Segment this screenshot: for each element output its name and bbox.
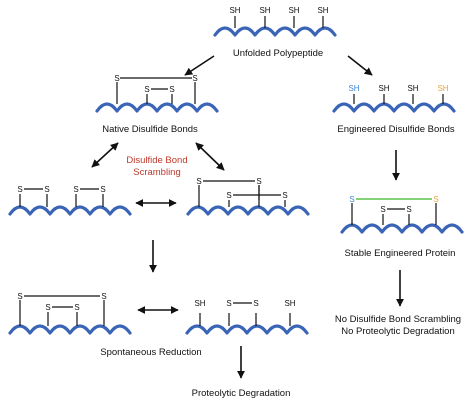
peptide-chain (185, 324, 309, 335)
sulfur-label: S (192, 74, 197, 83)
thiol-label: SH (229, 6, 240, 15)
thiol-label: SH (194, 299, 205, 308)
thiol-label: SH (284, 299, 295, 308)
scrambling-label-line2: Scrambling (133, 167, 181, 178)
peptide-chain (332, 102, 456, 113)
arrow-to-native (184, 55, 215, 76)
peptide-chain (8, 205, 132, 216)
engineered-disulfide-structure: SH SH SH SH Engineered Disulfide Bonds (332, 84, 456, 135)
unfolded-polypeptide: SH SH SH SH Unfolded Polypeptide (213, 6, 337, 59)
peptide-chain (340, 223, 464, 234)
scrambling-label-line1: Disulfide Bond (126, 155, 187, 166)
thiol-label: SH (317, 6, 328, 15)
stable-engineered-label: Stable Engineered Protein (345, 248, 456, 259)
sulfur-label: S (226, 299, 231, 308)
scrambling-arrow-right (195, 142, 225, 171)
unfolded-polypeptide-label: Unfolded Polypeptide (233, 48, 323, 59)
sulfur-label: S (100, 185, 105, 194)
peptide-chain (186, 205, 310, 216)
thiol-label: SH (378, 84, 389, 93)
sulfur-label: S (17, 185, 22, 194)
sulfur-label: S (226, 191, 231, 200)
engineered-sulfur-label: S (349, 195, 354, 204)
outcome-label-line2: No Proteolytic Degradation (341, 326, 455, 337)
native-disulfide-structure: S S S S Native Disulfide Bonds (95, 74, 219, 135)
engineered-thiol-label: SH (348, 84, 359, 93)
outcome-label-line1: No Disulfide Bond Scrambling (335, 314, 461, 325)
sulfur-label: S (45, 303, 50, 312)
sulfur-label: S (73, 185, 78, 194)
arrow-to-engineered (347, 55, 373, 76)
scrambling-arrow-left (91, 142, 119, 168)
sulfur-label: S (169, 85, 174, 94)
reduction-structure-left: S S S S (8, 292, 132, 335)
sulfur-label: S (380, 205, 385, 214)
sulfur-label: S (253, 299, 258, 308)
thiol-label: SH (288, 6, 299, 15)
proteolytic-degradation-label: Proteolytic Degradation (192, 388, 291, 399)
sulfur-label: S (406, 205, 411, 214)
sulfur-label: S (144, 85, 149, 94)
spontaneous-reduction-label: Spontaneous Reduction (100, 347, 201, 358)
thiol-label: SH (407, 84, 418, 93)
peptide-chain (8, 324, 132, 335)
scrambled-isomer-left: S S S S (8, 185, 132, 216)
native-disulfide-label: Native Disulfide Bonds (102, 124, 198, 135)
peptide-chain (213, 26, 337, 37)
peptide-chain (95, 102, 219, 113)
sulfur-label: S (114, 74, 119, 83)
sulfur-label: S (282, 191, 287, 200)
stable-engineered-protein: S S S S Stable Engineered Protein (340, 195, 464, 259)
thiol-label: SH (259, 6, 270, 15)
scrambled-isomer-crossed: S S S S (186, 177, 310, 216)
sulfur-label: S (17, 292, 22, 301)
engineered-disulfide-label: Engineered Disulfide Bonds (337, 124, 454, 135)
engineered-thiol-label: SH (437, 84, 448, 93)
sulfur-label: S (74, 303, 79, 312)
reduction-structure-right: SH S S SH (185, 299, 309, 335)
engineered-sulfur-label: S (433, 195, 438, 204)
sulfur-label: S (196, 177, 201, 186)
sulfur-label: S (101, 292, 106, 301)
sulfur-label: S (44, 185, 49, 194)
sulfur-label: S (256, 177, 261, 186)
